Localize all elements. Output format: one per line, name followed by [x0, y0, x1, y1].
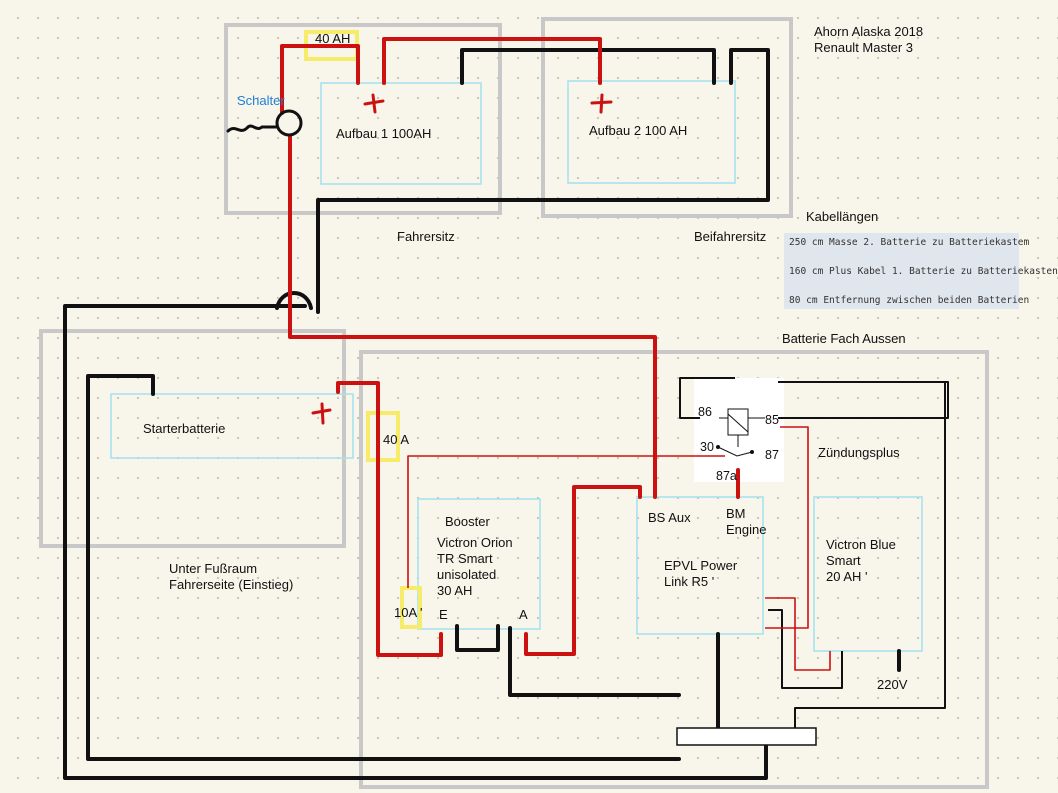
cable-length-line-2: 160 cm Plus Kabel 1. Batterie zu Batteri…: [789, 266, 1058, 277]
relay-87: 87: [765, 448, 779, 462]
booster-line-4: 30 AH: [437, 583, 473, 598]
epvl-box: [636, 496, 764, 635]
relay-30: 30: [700, 440, 714, 454]
charger-mains-label: 220V: [877, 677, 908, 692]
charger-line-1: Victron Blue: [826, 537, 896, 552]
battery-house2-label: Aufbau 2 100 AH: [589, 123, 688, 138]
relay-85: 85: [765, 413, 779, 427]
cable-length-note-box: [784, 233, 1019, 309]
ground-chassis-loop: [63, 304, 768, 780]
relay-86: 86: [698, 405, 712, 419]
cable-length-line-3: 80 cm Entfernung zwischen beiden Batteri…: [789, 295, 1030, 306]
zone-footwell-label-1: Unter Fußraum: [169, 561, 258, 576]
fuse-starter-label: 40 A: [383, 432, 410, 447]
battery-house2-box: [567, 80, 736, 184]
ground-busbar: [676, 727, 817, 746]
epvl-name-1: EPVL Power: [664, 558, 738, 573]
booster-terminal-e: E: [439, 607, 448, 622]
ground-house-link: [460, 48, 716, 85]
epvl-bs-aux: BS Aux: [648, 510, 691, 525]
wiring-diagram: [39, 17, 989, 789]
relay-87a: 87a: [716, 469, 737, 483]
relay-contact: [717, 446, 753, 457]
relay-icon: [727, 408, 749, 436]
zone-outside-label: Batterie Fach Aussen: [782, 331, 906, 346]
bridge-arc: [275, 291, 313, 310]
booster-box: [417, 498, 541, 630]
plus-house1-to-house2: [382, 37, 602, 85]
booster-line-2: TR Smart: [437, 551, 493, 566]
cable-lengths-heading: Kabellängen: [806, 209, 879, 224]
booster-line-1: Victron Orion: [437, 535, 513, 550]
ignition-line: [765, 426, 809, 629]
charger-ground-loop: [794, 382, 946, 728]
charger-line-2: Smart: [826, 553, 861, 568]
booster-terminal-a: A: [519, 607, 528, 622]
relay-background: [694, 378, 784, 482]
fuse-main-label: 40 AH: [315, 31, 351, 46]
cable-length-line-1: 250 cm Masse 2. Batterie zu Batteriekast…: [789, 237, 1030, 248]
zone-footwell: [39, 329, 346, 548]
zone-footwell-label-2: Fahrerseite (Einstieg): [169, 577, 294, 592]
relay-coil: [727, 413, 749, 433]
plus-mark-house2: [590, 93, 613, 114]
plus-house1-to-chassis: [280, 44, 360, 115]
epvl-bm: BM: [726, 506, 746, 521]
switch-lever-icon: [226, 124, 278, 133]
zone-driver-seat: [224, 23, 502, 215]
ground-booster-bridge: [455, 624, 500, 652]
zone-passenger-seat-label: Beifahrersitz: [694, 229, 767, 244]
ground-starter: [86, 374, 681, 761]
booster-line-3: unisolated: [437, 567, 497, 582]
ground-booster-to-bus: [508, 626, 681, 697]
epvl-engine: Engine: [726, 522, 767, 537]
relay-signal-loop: [679, 377, 949, 419]
switch-label: Schalter: [237, 93, 285, 108]
epvl-name-2: Link R5 ': [664, 574, 715, 589]
booster-remote-line: [407, 455, 725, 588]
battery-starter-label: Starterbatterie: [143, 421, 226, 436]
battery-starter-box: [110, 393, 354, 459]
plus-switch-to-trunk: [288, 135, 657, 499]
fuse-booster-label: 10A ': [394, 605, 423, 620]
charger-box: [813, 496, 923, 652]
plus-mark-starter: [311, 402, 332, 425]
project-title-2: Renault Master 3: [814, 40, 913, 55]
battery-house1-box: [320, 82, 482, 185]
booster-heading: Booster: [445, 514, 490, 529]
fuse-starter: [366, 411, 400, 462]
project-title-1: Ahorn Alaska 2018: [814, 24, 924, 39]
plus-booster-out-to-epvl: [524, 485, 642, 656]
battery-house1-label: Aufbau 1 100AH: [336, 126, 432, 141]
epvl-ground-loop: [768, 609, 843, 689]
plus-starter-to-booster: [336, 381, 443, 657]
charger-line-3: 20 AH ': [826, 569, 868, 584]
fuse-booster: [400, 586, 422, 629]
zone-passenger-seat: [541, 17, 793, 218]
zone-outside-compartment: [359, 350, 989, 789]
plus-mark-house1: [363, 93, 385, 114]
main-switch-icon: [275, 109, 303, 137]
zone-driver-seat-label: Fahrersitz: [397, 229, 455, 244]
ignition-label: Zündungsplus: [818, 445, 900, 460]
ground-house2-to-chassis: [316, 48, 770, 314]
charger-sense-line: [765, 597, 831, 671]
